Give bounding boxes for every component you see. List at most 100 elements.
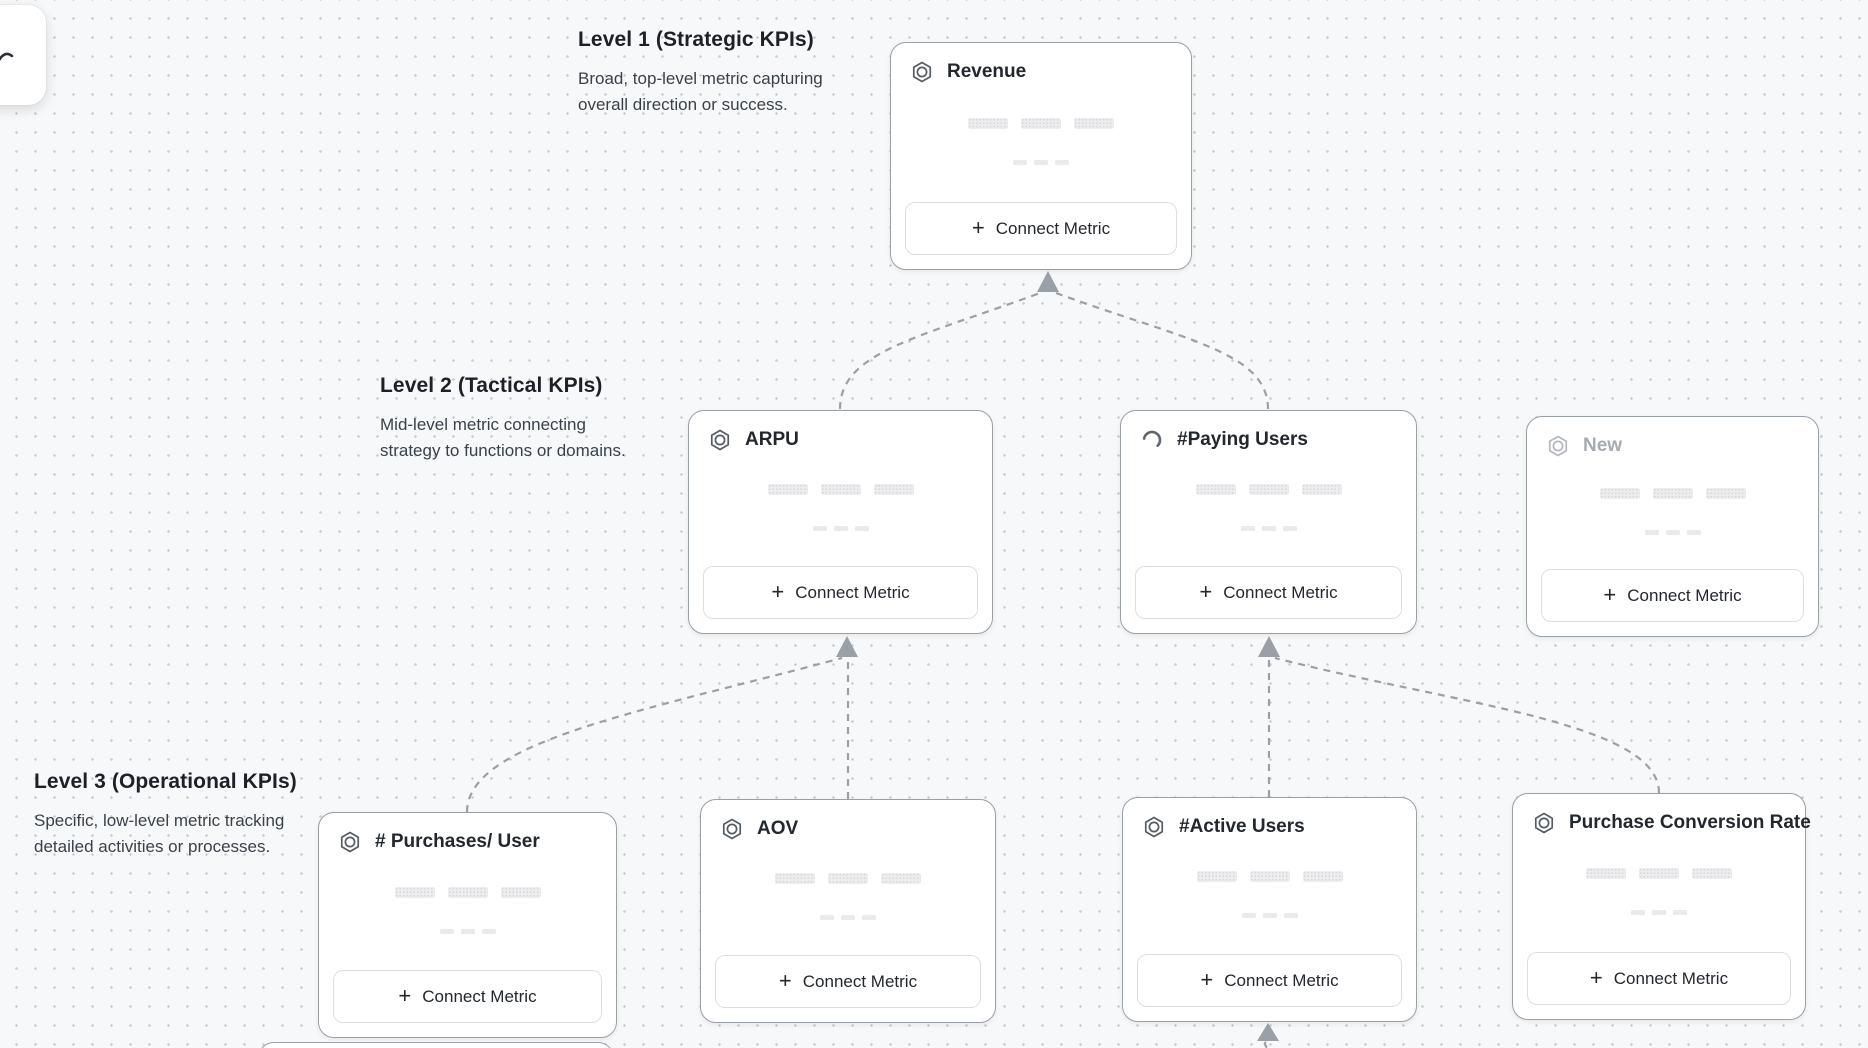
skeleton-dash — [1665, 530, 1680, 535]
description-line: strategy to functions or domains. — [380, 441, 626, 460]
skeleton-block — [1302, 871, 1343, 882]
description-line: Mid-level metric connecting — [380, 415, 586, 434]
skeleton-dash — [1261, 525, 1276, 531]
metric-card-partial-bottom[interactable] — [258, 1042, 614, 1048]
skeleton-block — [775, 872, 815, 884]
card-title: Purchase Conversion Rate — [1569, 812, 1811, 833]
connect-metric-label: Connect Metric — [795, 582, 910, 602]
arrowhead-payingusers — [1258, 636, 1280, 657]
section-level3-title: Level 3 (Operational KPIs) — [34, 770, 297, 793]
skeleton-dash — [1282, 525, 1297, 531]
connect-metric-button[interactable]: + Connect Metric — [905, 202, 1177, 255]
metric-card-arpu[interactable]: ARPU + Connect Metric — [688, 410, 993, 634]
spinner-icon — [1140, 428, 1164, 452]
card-title: ARPU — [745, 429, 799, 450]
skeleton-block — [1195, 483, 1236, 495]
skeleton-dash — [1262, 913, 1277, 918]
card-title: AOV — [757, 818, 799, 839]
connect-metric-button[interactable]: + Connect Metric — [1541, 569, 1804, 622]
metric-card-new[interactable]: New + Connect Metric — [1526, 416, 1819, 637]
edge-offscreen-to-activeusers — [1263, 1041, 1268, 1048]
metric-card-purchases-per-user[interactable]: # Purchases/ User + Connect Metric — [318, 812, 617, 1038]
skeleton-dash — [1652, 910, 1666, 915]
metric-hexagon-icon — [338, 830, 362, 854]
skeleton-block — [820, 483, 861, 495]
metric-card-aov[interactable]: AOV + Connect Metric — [700, 799, 996, 1023]
skeleton-block — [1248, 483, 1289, 495]
metric-card-paying-users[interactable]: #Paying Users + Connect Metric — [1120, 410, 1417, 634]
skeleton-dash — [812, 525, 827, 531]
skeleton-block — [1599, 488, 1640, 499]
skeleton-placeholder — [319, 854, 616, 970]
toolbar-panel-partial[interactable] — [0, 5, 46, 105]
skeleton-dash — [1283, 913, 1298, 918]
skeleton-placeholder — [891, 84, 1191, 202]
skeleton-block — [968, 117, 1008, 129]
card-title: Revenue — [947, 61, 1027, 82]
connect-metric-button[interactable]: + Connect Metric — [333, 970, 602, 1023]
skeleton-block — [1705, 488, 1746, 499]
metric-hexagon-icon — [1532, 811, 1556, 835]
connect-metric-button[interactable]: + Connect Metric — [715, 955, 981, 1008]
skeleton-block — [1196, 871, 1237, 882]
skeleton-placeholder — [1123, 839, 1416, 954]
skeleton-block — [1586, 868, 1626, 879]
card-title: #Paying Users — [1177, 429, 1308, 450]
card-header: #Active Users — [1123, 798, 1416, 839]
description-line: detailed activities or processes. — [34, 837, 271, 856]
connect-metric-label: Connect Metric — [995, 218, 1111, 238]
card-header: Revenue — [891, 43, 1191, 84]
section-level2: Level 2 (Tactical KPIs) Mid-level metric… — [380, 374, 626, 464]
plus-icon: + — [771, 578, 785, 604]
skeleton-block — [1639, 868, 1679, 879]
metric-hexagon-icon — [1142, 815, 1166, 839]
connect-metric-button[interactable]: + Connect Metric — [1137, 954, 1402, 1007]
skeleton-dash — [1644, 530, 1659, 535]
plus-icon: + — [398, 982, 412, 1008]
skeleton-dash — [1013, 159, 1027, 165]
skeleton-block — [828, 872, 868, 884]
section-level1-title: Level 1 (Strategic KPIs) — [578, 28, 814, 51]
section-level3-description: Specific, low-level metric tracking deta… — [34, 808, 297, 860]
plus-icon: + — [778, 967, 792, 993]
card-title: # Purchases/ User — [375, 831, 540, 852]
skeleton-dash — [1034, 159, 1048, 165]
plus-icon: + — [1200, 966, 1214, 992]
skeleton-placeholder — [701, 841, 995, 955]
section-level1-description: Broad, top-level metric capturing overal… — [578, 66, 823, 118]
skeleton-dash — [833, 525, 848, 531]
card-header: ARPU — [689, 411, 992, 452]
metric-hexagon-icon — [910, 60, 934, 84]
connect-metric-button[interactable]: + Connect Metric — [1527, 952, 1791, 1005]
skeleton-dash — [1673, 910, 1687, 915]
description-line: Specific, low-level metric tracking — [34, 811, 285, 830]
skeleton-block — [394, 886, 435, 898]
connect-metric-button[interactable]: + Connect Metric — [703, 566, 978, 619]
skeleton-dash — [439, 928, 454, 934]
skeleton-block — [1249, 871, 1290, 882]
skeleton-block — [1074, 117, 1114, 129]
skeleton-dash — [1055, 159, 1069, 165]
section-level2-title: Level 2 (Tactical KPIs) — [380, 374, 603, 397]
connect-metric-label: Connect Metric — [1223, 582, 1338, 602]
connect-metric-label: Connect Metric — [1627, 585, 1742, 605]
skeleton-placeholder — [1513, 835, 1805, 952]
metric-card-revenue[interactable]: Revenue + Connect Metric — [890, 42, 1192, 270]
metric-hexagon-icon — [1546, 434, 1570, 458]
section-level1: Level 1 (Strategic KPIs) Broad, top-leve… — [578, 28, 823, 118]
metric-card-purchase-conversion-rate[interactable]: Purchase Conversion Rate + Connect Metri… — [1512, 793, 1811, 1020]
connect-metric-button[interactable]: + Connect Metric — [1135, 566, 1402, 619]
plus-icon: + — [1589, 964, 1603, 990]
skeleton-block — [1652, 488, 1693, 499]
connect-metric-label: Connect Metric — [422, 986, 537, 1006]
metric-card-active-users[interactable]: #Active Users + Connect Metric — [1122, 797, 1417, 1022]
skeleton-block — [1021, 117, 1061, 129]
skeleton-dash — [481, 928, 496, 934]
arrowhead-revenue — [1037, 271, 1059, 292]
section-level2-description: Mid-level metric connecting strategy to … — [380, 412, 626, 464]
plus-icon: + — [1603, 581, 1617, 607]
skeleton-block — [881, 872, 921, 884]
skeleton-dash — [841, 914, 855, 920]
card-header: Purchase Conversion Rate — [1513, 794, 1811, 835]
